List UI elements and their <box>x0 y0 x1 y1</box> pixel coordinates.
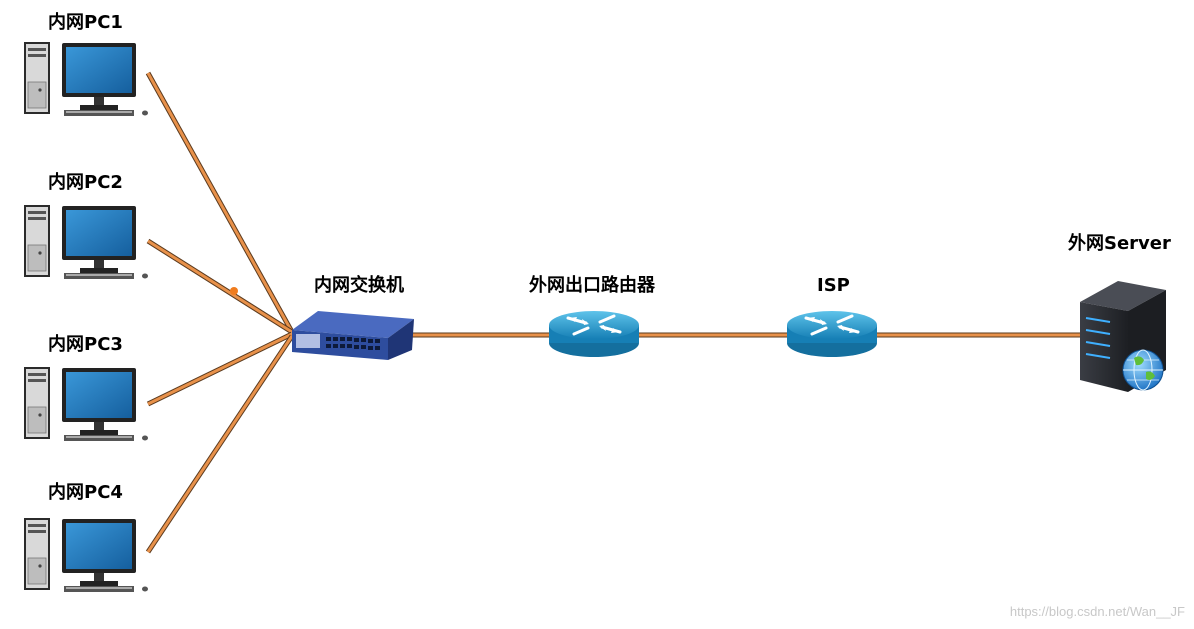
pc1-computer-icon <box>24 42 148 116</box>
watermark: https://blog.csdn.net/Wan__JF <box>1010 604 1185 619</box>
router-node: 外网出口路由器 <box>529 274 656 357</box>
pc1-label: 内网PC1 <box>48 11 123 33</box>
pc3-node: 内网PC3 <box>24 333 148 441</box>
pc4-label: 内网PC4 <box>48 481 123 503</box>
switch-node: 内网交换机 <box>292 274 414 360</box>
router-label: 外网出口路由器 <box>529 274 656 296</box>
pc4-node: 内网PC4 <box>24 481 148 592</box>
link-marker-dot <box>230 287 238 295</box>
pc4-computer-icon <box>24 518 148 592</box>
pc3-computer-icon <box>24 367 148 441</box>
router-icon <box>549 311 639 357</box>
cable-pc1-switch <box>148 73 292 332</box>
globe-icon <box>1123 350 1163 390</box>
pc3-label: 内网PC3 <box>48 333 123 355</box>
server-icon <box>1080 281 1166 392</box>
pc2-label: 内网PC2 <box>48 171 123 193</box>
pc1-node: 内网PC1 <box>24 11 148 116</box>
pc2-computer-icon <box>24 205 148 279</box>
pc2-node: 内网PC2 <box>24 171 148 279</box>
cable-pc2-switch <box>148 241 292 332</box>
server-node: 外网Server <box>1068 232 1171 392</box>
isp-label: ISP <box>817 275 850 296</box>
server-label: 外网Server <box>1068 232 1171 254</box>
switch-icon <box>292 311 414 360</box>
switch-label: 内网交换机 <box>314 274 404 296</box>
isp-router-icon <box>787 311 877 357</box>
isp-node: ISP <box>787 275 877 357</box>
